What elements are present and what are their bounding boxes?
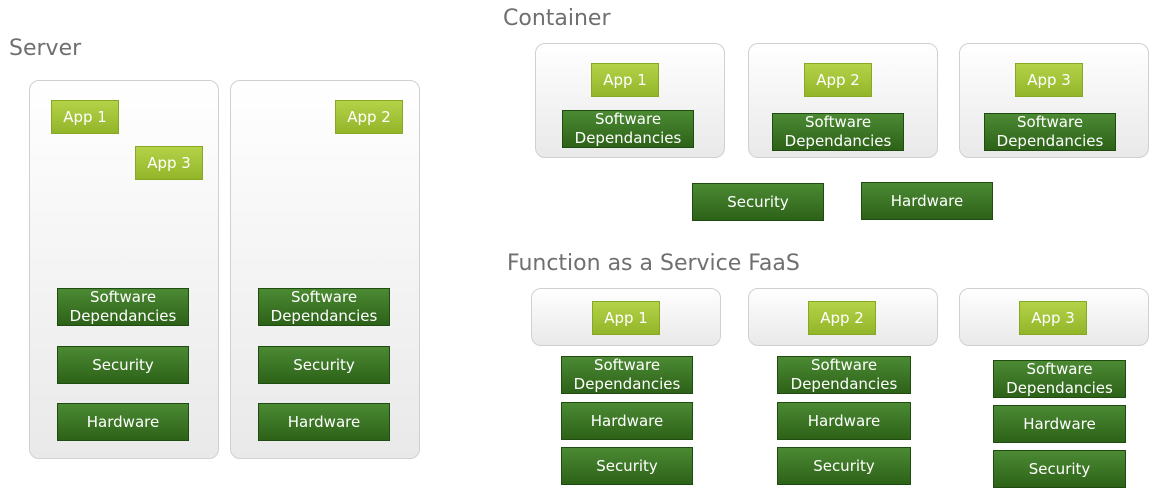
faas-unit-3-app: App 3 bbox=[1019, 301, 1087, 335]
server-host-2 bbox=[230, 80, 420, 459]
faas-unit-2-software-dependancies: Software Dependancies bbox=[777, 356, 911, 394]
container-unit-3-app: App 3 bbox=[1015, 63, 1083, 97]
faas-unit-3 bbox=[959, 288, 1149, 346]
server-host-2-software-dependancies: Software Dependancies bbox=[258, 288, 390, 326]
container-shared-hardware: Hardware bbox=[861, 182, 993, 220]
server-host-1-security: Security bbox=[57, 346, 189, 384]
faas-title: Function as a Service FaaS bbox=[507, 251, 800, 276]
server-host-1-app-1: App 1 bbox=[51, 100, 119, 134]
faas-unit-1-security: Security bbox=[561, 447, 693, 485]
container-unit-3-software-dependancies: Software Dependancies bbox=[984, 113, 1116, 151]
server-host-2-security: Security bbox=[258, 346, 390, 384]
server-host-1 bbox=[29, 80, 219, 459]
server-title: Server bbox=[9, 36, 82, 61]
server-host-1-software-dependancies: Software Dependancies bbox=[57, 288, 189, 326]
server-host-2-hardware: Hardware bbox=[258, 403, 390, 441]
faas-unit-3-hardware: Hardware bbox=[993, 405, 1126, 443]
container-unit-1-software-dependancies: Software Dependancies bbox=[562, 110, 694, 148]
faas-unit-2-hardware: Hardware bbox=[777, 402, 911, 440]
faas-unit-2-app: App 2 bbox=[808, 301, 876, 335]
server-host-1-app-3: App 3 bbox=[135, 146, 203, 180]
faas-unit-1-hardware: Hardware bbox=[561, 402, 693, 440]
faas-unit-1-software-dependancies: Software Dependancies bbox=[561, 356, 693, 394]
faas-unit-1-app: App 1 bbox=[592, 301, 660, 335]
faas-unit-3-software-dependancies: Software Dependancies bbox=[993, 360, 1126, 398]
container-shared-security: Security bbox=[692, 183, 824, 221]
container-unit-1-app: App 1 bbox=[591, 63, 659, 97]
container-title: Container bbox=[503, 6, 611, 31]
faas-unit-2-security: Security bbox=[777, 447, 911, 485]
faas-unit-3-security: Security bbox=[993, 450, 1126, 488]
server-host-1-hardware: Hardware bbox=[57, 403, 189, 441]
server-host-2-app-2: App 2 bbox=[335, 100, 403, 134]
container-unit-2-app: App 2 bbox=[804, 63, 872, 97]
container-unit-2-software-dependancies: Software Dependancies bbox=[772, 113, 904, 151]
